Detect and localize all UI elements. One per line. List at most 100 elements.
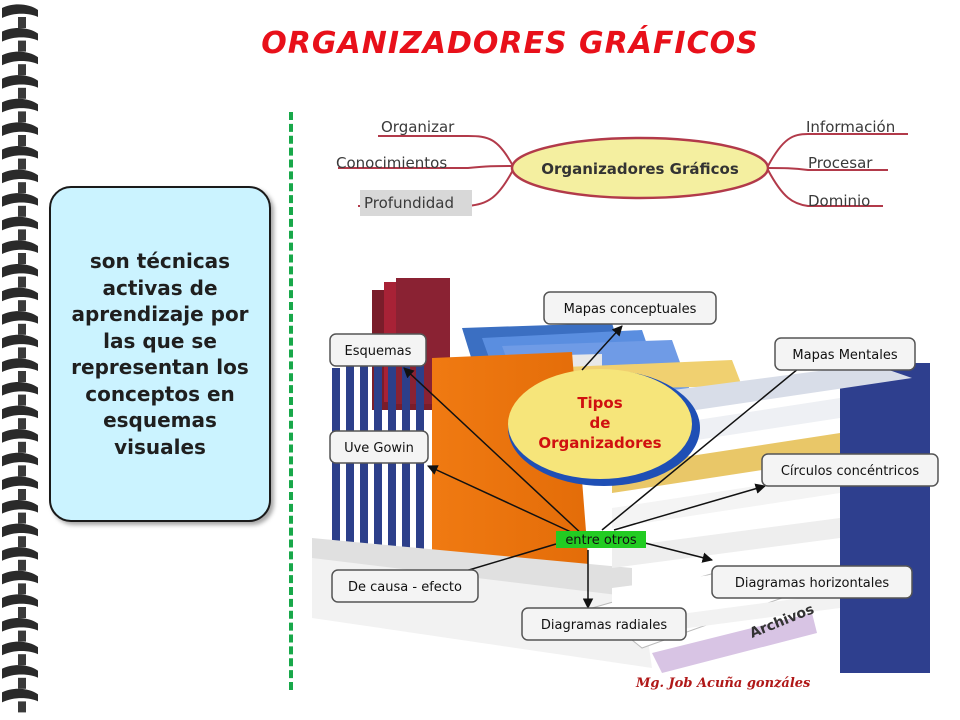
page-title: ORGANIZADORES GRÁFICOS (261, 26, 759, 61)
binding-ring (2, 641, 38, 656)
spiral-binding (2, 4, 38, 713)
hub-label: entre otros (565, 533, 637, 548)
mindmap-left-2: Conocimientos (336, 154, 447, 172)
arrow (427, 465, 585, 539)
center-label-line-2: de (590, 414, 611, 432)
binding-ring (2, 429, 38, 443)
binding-ring (2, 240, 38, 254)
binding-hole (18, 536, 26, 548)
label-box (331, 569, 479, 603)
binding-hole (18, 512, 26, 524)
label-diagramas-radiales: Diagramas radiales (541, 618, 667, 633)
binding-hole (18, 347, 26, 359)
binding-hole (18, 205, 26, 217)
binding-ring (2, 216, 38, 231)
binding-ring (2, 145, 38, 160)
binding-ring (2, 452, 38, 467)
binding-ring (2, 4, 38, 18)
mindmap-center-ellipse (510, 136, 770, 200)
binding-hole (18, 677, 26, 689)
binding-hole (18, 654, 26, 666)
binding-ring (2, 193, 38, 207)
label-box (543, 291, 717, 325)
hub-label-box (556, 531, 646, 548)
types-diagram: Archivos Tipos de Organizadores entre ot… (312, 278, 939, 673)
arrow (644, 542, 714, 563)
binding-ring (2, 499, 38, 514)
label-box (774, 337, 916, 371)
binding-hole (18, 630, 26, 642)
binding-hole (18, 583, 26, 595)
binding-ring (2, 311, 38, 325)
center-ellipse (508, 369, 692, 479)
label-mapas-mentales: Mapas Mentales (792, 348, 897, 363)
binding-ring (2, 334, 38, 349)
label-box (761, 453, 939, 487)
binding-hole (18, 559, 26, 571)
mindmap-branch (767, 133, 908, 167)
binding-ring (2, 594, 38, 608)
binding-ring (2, 98, 38, 113)
binding-ring (2, 547, 38, 561)
arrow (613, 483, 767, 531)
author-signature: Mg. Job Acuña gonzáles (636, 676, 811, 691)
binding-hole (18, 465, 26, 477)
binding-hole (18, 182, 26, 194)
binding-ring (2, 263, 38, 278)
binding-ring (2, 617, 38, 632)
label-diagramas-horizontales: Diagramas horizontales (735, 576, 890, 591)
binding-hole (18, 40, 26, 52)
binding-ring (2, 358, 38, 372)
center-label-line-3: Organizadores (538, 434, 661, 452)
label-esquemas: Esquemas (345, 344, 412, 359)
binding-ring (2, 75, 38, 89)
binding-hole (18, 607, 26, 618)
binding-hole (18, 441, 26, 453)
binding-hole (18, 276, 26, 288)
binding-hole (18, 111, 26, 123)
mindmap-right-1: Información (806, 118, 895, 136)
binding-hole (18, 418, 26, 430)
binding-hole (18, 489, 26, 500)
label-uve-gowin: Uve Gowin (344, 441, 414, 456)
mindmap-branch (767, 167, 888, 171)
arrow (403, 367, 585, 537)
binding-ring (2, 688, 38, 703)
label-mapas-conceptuales: Mapas conceptuales (564, 302, 697, 317)
binding-hole (18, 158, 26, 170)
mindmap-left-1: Organizar (381, 118, 455, 136)
binding-ring (2, 405, 38, 420)
binding-ring (2, 381, 38, 396)
binding-ring (2, 476, 38, 490)
mindmap-right-3: Dominio (808, 192, 870, 210)
dashed-divider (289, 112, 293, 690)
binding-hole (18, 87, 26, 99)
definition-box: son técnicas activas de aprendizaje por … (49, 186, 271, 522)
binding-ring (2, 665, 38, 679)
binding-ring (2, 523, 38, 538)
binding-ring (2, 570, 38, 585)
mindmap-right-2: Procesar (808, 154, 873, 172)
binding-hole (18, 300, 26, 312)
label-de-causa-efecto: De causa - efecto (348, 580, 462, 595)
binding-hole (18, 253, 26, 264)
arrow (581, 325, 623, 371)
binding-hole (18, 323, 26, 335)
label-circulos-concentricos: Círculos concéntricos (781, 464, 919, 479)
label-box (521, 607, 687, 641)
highlight-box (360, 190, 472, 216)
arrow (601, 349, 822, 531)
binding-ring (2, 169, 38, 184)
binding-hole (18, 17, 26, 28)
binding-hole (18, 229, 26, 241)
mindmap-branch (378, 135, 514, 167)
binding-hole (18, 371, 26, 382)
binding-ring (2, 27, 38, 42)
binding-ring (2, 51, 38, 66)
label-box (711, 565, 913, 599)
binding-hole (18, 135, 26, 146)
center-label-line-1: Tipos (577, 394, 622, 412)
definition-text: son técnicas activas de aprendizaje por … (71, 249, 249, 459)
binding-ring (2, 287, 38, 302)
mindmap-center-label: Organizadores Gráficos (541, 160, 739, 178)
